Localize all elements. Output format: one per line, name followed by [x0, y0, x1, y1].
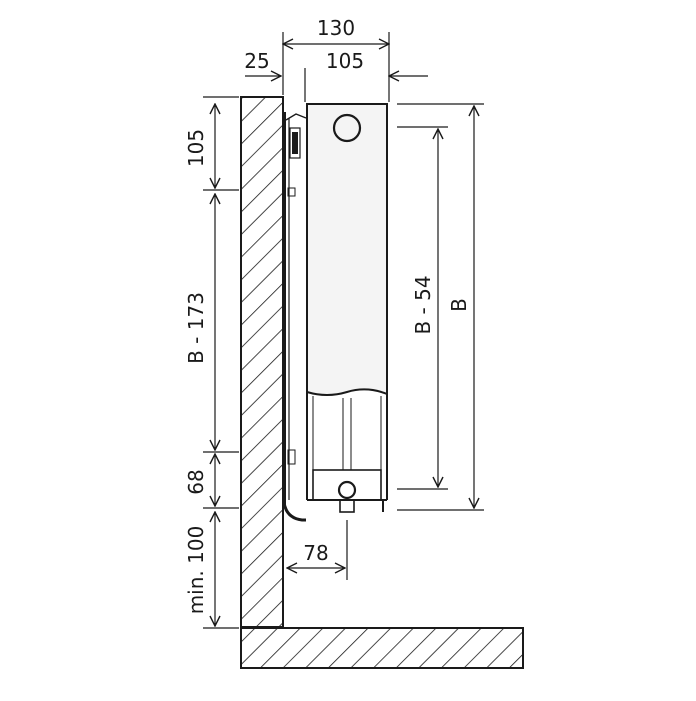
label-bottom-bracket: 68 [184, 469, 208, 494]
wall-bracket [282, 112, 307, 522]
radiator-body [306, 103, 388, 396]
dimension-lines [215, 44, 474, 626]
radiator-lower-section [306, 392, 388, 513]
label-connection-height: B - 54 [411, 275, 435, 334]
label-wall-gap: 25 [244, 49, 269, 73]
label-depth-body: 105 [326, 49, 364, 73]
vent-valve [332, 113, 362, 143]
pipe-connection [337, 480, 357, 500]
wall [240, 96, 284, 628]
dimension-labels: 130 105 25 105 B - 173 68 min. 100 78 B … [184, 16, 471, 614]
label-height: B [447, 298, 471, 312]
label-pipe-offset: 78 [303, 541, 328, 565]
label-bracket-span: B - 173 [184, 292, 208, 364]
floor [240, 627, 524, 669]
label-top-offset: 105 [184, 129, 208, 167]
label-depth-total: 130 [317, 16, 355, 40]
label-floor-clearance: min. 100 [184, 526, 208, 615]
extension-lines [203, 32, 484, 629]
